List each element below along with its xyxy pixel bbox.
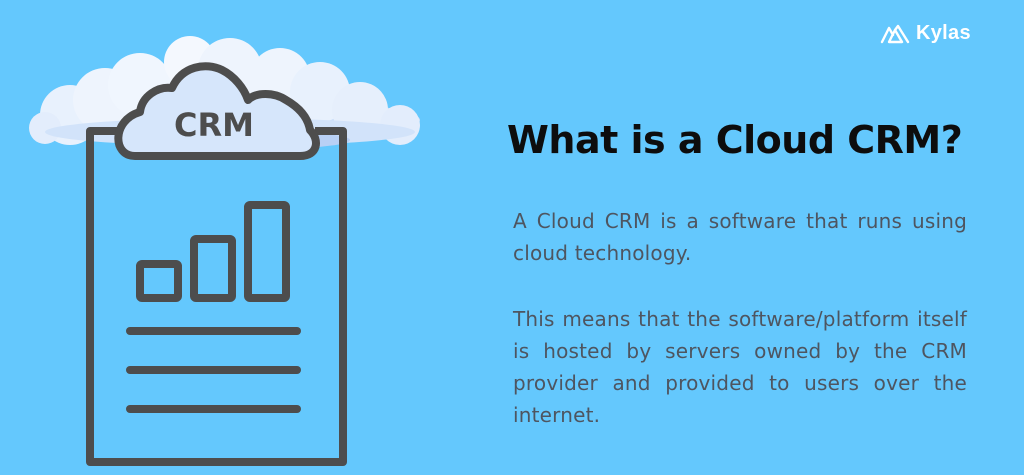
kylas-mountain-logo-icon [880,24,910,43]
intro-paragraph: A Cloud CRM is a software that runs usin… [513,209,967,265]
cloud-icon [114,62,320,160]
cloud-crm-illustration: CRM [29,36,420,466]
bar-chart-icon [136,201,290,302]
page-title: What is a Cloud CRM? [507,118,963,162]
brand-name: Kylas [916,22,971,44]
text-lines-icon [126,327,301,413]
document-icon [86,127,347,466]
brand-logo: Kylas [880,22,971,45]
cloud-crm-label: CRM [174,106,254,144]
detail-paragraph: This means that the software/platform it… [513,307,967,427]
